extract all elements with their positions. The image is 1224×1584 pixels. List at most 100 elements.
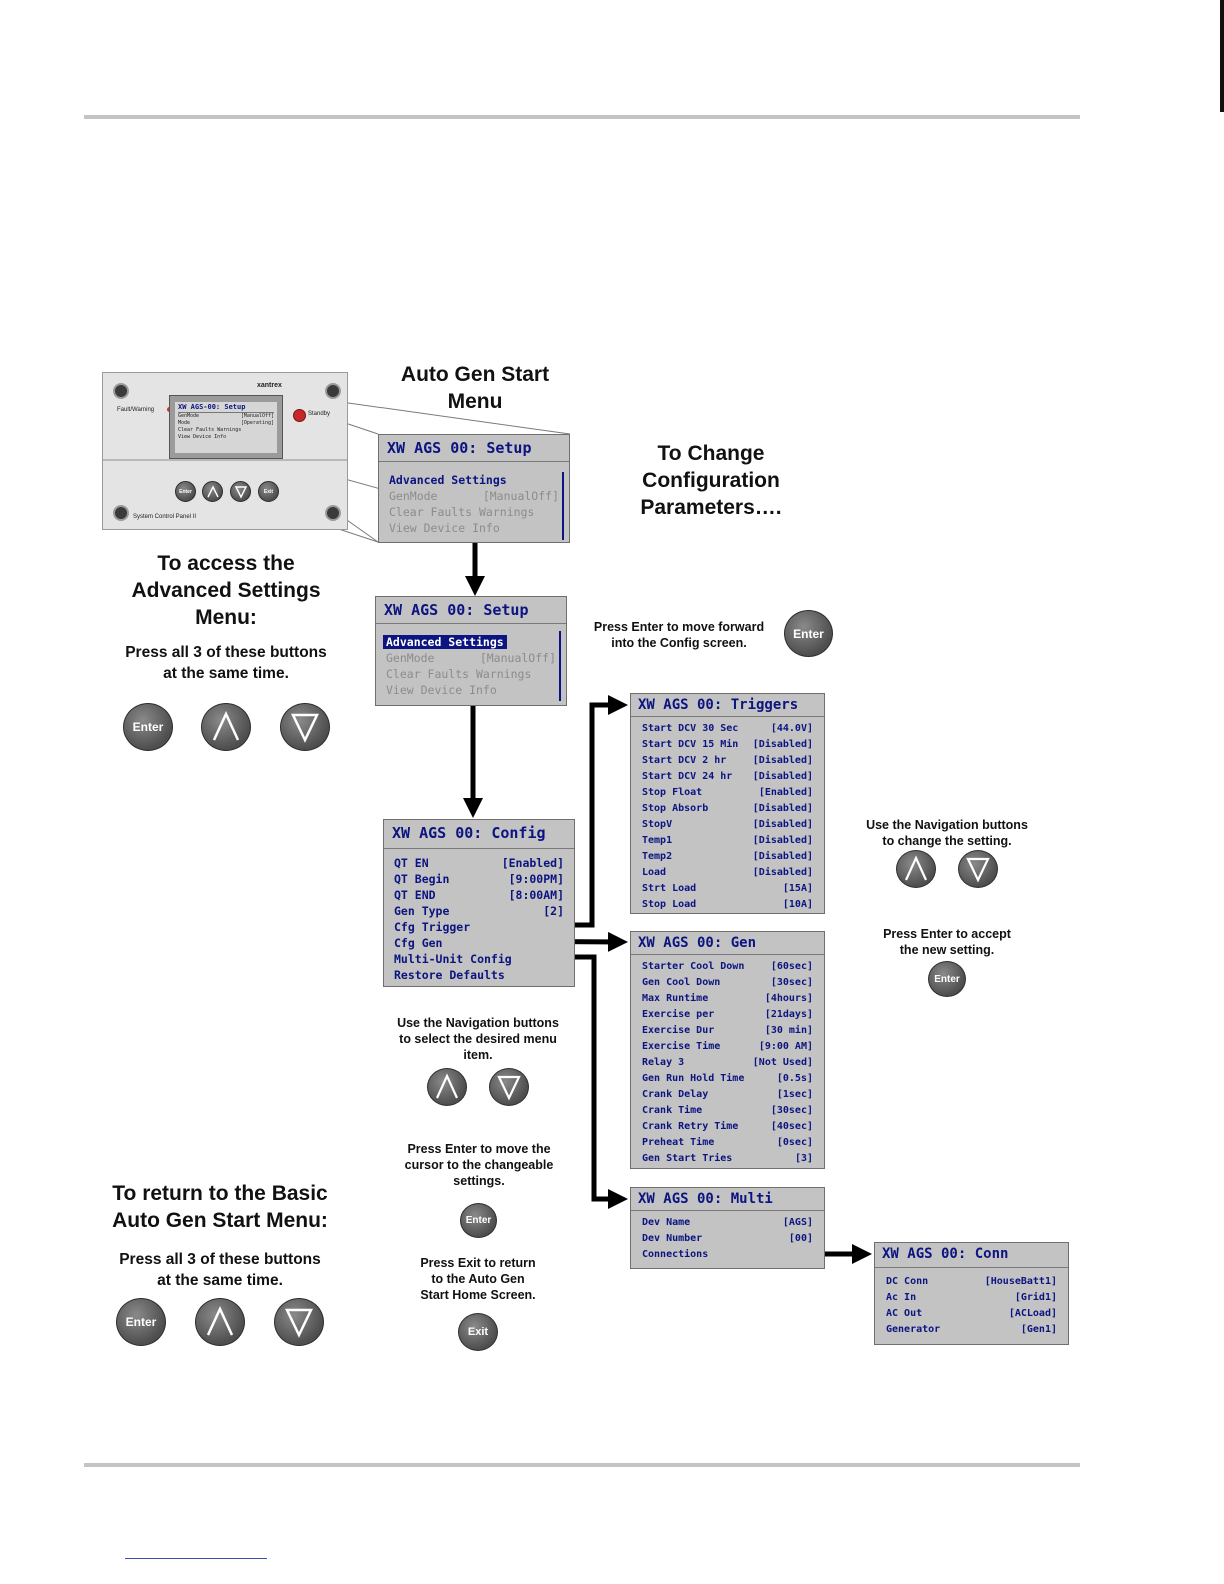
- menu-row-value: [Gen1]: [1020, 1324, 1057, 1335]
- menu-row-label: Max Runtime: [642, 993, 709, 1004]
- menu-row[interactable]: Start DCV 30 Sec[44.0V]: [642, 723, 813, 739]
- enter-button-forward[interactable]: Enter: [784, 610, 833, 657]
- menu-row[interactable]: Cfg Gen: [394, 936, 564, 952]
- menu-row[interactable]: Temp2[Disabled]: [642, 851, 813, 867]
- menu-row-label: Clear Faults Warnings: [386, 667, 532, 681]
- menu-row[interactable]: Exercise Dur[30 min]: [642, 1025, 813, 1041]
- menu-row-label: Stop Float: [642, 787, 703, 798]
- panel-exit-button[interactable]: Exit: [258, 481, 279, 502]
- down-button-change[interactable]: [958, 850, 998, 888]
- menu-row[interactable]: Advanced Settings: [383, 635, 556, 651]
- menu-row[interactable]: Dev Number[00]: [642, 1233, 813, 1249]
- menu-row[interactable]: Multi-Unit Config: [394, 952, 564, 968]
- menu-row[interactable]: Gen Type[2]: [394, 904, 564, 920]
- down-arrow-icon: [234, 485, 247, 499]
- up-arrow-icon: [435, 1073, 459, 1099]
- menu-row-label: Start DCV 15 Min: [642, 739, 739, 750]
- down-button-access[interactable]: [280, 703, 330, 751]
- menu-row[interactable]: Gen Cool Down[30sec]: [642, 977, 813, 993]
- down-arrow-icon: [285, 1308, 313, 1338]
- menu-row-value: [44.0V]: [770, 723, 813, 734]
- menu-row[interactable]: Dev Name[AGS]: [642, 1217, 813, 1233]
- menu-row-value: [Disabled]: [752, 755, 813, 766]
- standby-button-icon[interactable]: [293, 409, 306, 422]
- menu-row[interactable]: Connections: [642, 1249, 813, 1265]
- menu-row[interactable]: GenMode[ManualOff]: [389, 489, 559, 505]
- menu-row-label: Start DCV 2 hr: [642, 755, 727, 766]
- menu-row[interactable]: QT Begin[9:00PM]: [394, 872, 564, 888]
- up-arrow-icon: [206, 484, 219, 497]
- menu-row[interactable]: Max Runtime[4hours]: [642, 993, 813, 1009]
- panel-enter-button[interactable]: Enter: [175, 481, 196, 502]
- menu-row-value: [60sec]: [770, 961, 813, 972]
- menu-row[interactable]: AC Out[ACLoad]: [886, 1308, 1057, 1324]
- menu-row-label: Load: [642, 867, 667, 878]
- menu-row-label: Gen Type: [394, 904, 450, 918]
- menu-row[interactable]: Restore Defaults: [394, 968, 564, 984]
- down-button-return[interactable]: [274, 1298, 324, 1346]
- menu-row[interactable]: Crank Delay[1sec]: [642, 1089, 813, 1105]
- top-rule: [84, 115, 1080, 119]
- menu-row[interactable]: Clear Faults Warnings: [386, 667, 556, 683]
- menu-row[interactable]: Gen Start Tries[3]: [642, 1153, 813, 1169]
- panel-screen-display: XW AGS-00: Setup GenMode[ManualOff]Mode[…: [175, 402, 277, 453]
- menu-row[interactable]: Gen Run Hold Time[0.5s]: [642, 1073, 813, 1089]
- menu-row-value: [Disabled]: [752, 803, 813, 814]
- menu-row[interactable]: Strt Load[15A]: [642, 883, 813, 899]
- menu-row-label: QT Begin: [394, 872, 450, 886]
- enter-button-accept[interactable]: Enter: [928, 961, 966, 997]
- menu-row[interactable]: Cfg Trigger: [394, 920, 564, 936]
- menu-row[interactable]: Advanced Settings: [389, 473, 559, 489]
- menu-row-value: [Grid1]: [1014, 1292, 1057, 1303]
- menu-row[interactable]: StopV[Disabled]: [642, 819, 813, 835]
- screen-title-divider: [376, 623, 566, 624]
- menu-row-label: Dev Number: [642, 1233, 703, 1244]
- menu-row-label: Strt Load: [642, 883, 697, 894]
- screen-title: XW AGS 00: Setup: [387, 439, 532, 457]
- menu-row[interactable]: Preheat Time[0sec]: [642, 1137, 813, 1153]
- menu-row[interactable]: Temp1[Disabled]: [642, 835, 813, 851]
- menu-row-label: Preheat Time: [642, 1137, 715, 1148]
- menu-row[interactable]: Start DCV 24 hr[Disabled]: [642, 771, 813, 787]
- up-button-return[interactable]: [195, 1298, 245, 1346]
- menu-row[interactable]: DC Conn[HouseBatt1]: [886, 1276, 1057, 1292]
- panel-down-button[interactable]: [230, 481, 251, 502]
- menu-row[interactable]: Stop Absorb[Disabled]: [642, 803, 813, 819]
- menu-row[interactable]: Crank Retry Time[40sec]: [642, 1121, 813, 1137]
- press-exit-note: Press Exit to return to the Auto Gen Sta…: [420, 1256, 536, 1302]
- menu-row[interactable]: Start DCV 2 hr [Disabled]: [642, 755, 813, 771]
- menu-row[interactable]: Clear Faults Warnings: [389, 505, 559, 521]
- menu-row-label: Advanced Settings: [383, 635, 507, 649]
- menu-row[interactable]: View Device Info: [389, 521, 559, 537]
- panel-screw-icon: [113, 383, 129, 399]
- panel-screen-row-label: View Device Info: [178, 434, 227, 440]
- up-button-change[interactable]: [896, 850, 936, 888]
- menu-row[interactable]: Exercise per[21days]: [642, 1009, 813, 1025]
- up-button-access[interactable]: [201, 703, 251, 751]
- menu-row[interactable]: Stop Load[10A]: [642, 899, 813, 915]
- panel-up-button[interactable]: [202, 481, 223, 502]
- menu-row[interactable]: Ac In[Grid1]: [886, 1292, 1057, 1308]
- menu-row[interactable]: Exercise Time[9:00 AM]: [642, 1041, 813, 1057]
- menu-row[interactable]: Starter Cool Down[60sec]: [642, 961, 813, 977]
- menu-row-label: GenMode: [389, 489, 438, 503]
- menu-row[interactable]: Generator[Gen1]: [886, 1324, 1057, 1340]
- config-screen: XW AGS 00: Config QT EN[Enabled]QT Begin…: [383, 819, 575, 987]
- menu-row[interactable]: QT END[8:00AM]: [394, 888, 564, 904]
- up-button-select[interactable]: [427, 1068, 467, 1106]
- enter-button-cursor[interactable]: Enter: [460, 1203, 497, 1238]
- menu-row[interactable]: Crank Time[30sec]: [642, 1105, 813, 1121]
- menu-row[interactable]: Relay 3[Not Used]: [642, 1057, 813, 1073]
- down-button-select[interactable]: [489, 1068, 529, 1106]
- menu-row[interactable]: QT EN[Enabled]: [394, 856, 564, 872]
- enter-button-access[interactable]: Enter: [123, 703, 173, 751]
- menu-row[interactable]: GenMode[ManualOff]: [386, 651, 556, 667]
- menu-row[interactable]: Load[Disabled]: [642, 867, 813, 883]
- menu-row[interactable]: View Device Info: [386, 683, 556, 699]
- menu-row[interactable]: Stop Float[Enabled]: [642, 787, 813, 803]
- exit-button[interactable]: Exit: [458, 1313, 498, 1351]
- enter-button-return[interactable]: Enter: [116, 1298, 166, 1346]
- menu-row[interactable]: Start DCV 15 Min[Disabled]: [642, 739, 813, 755]
